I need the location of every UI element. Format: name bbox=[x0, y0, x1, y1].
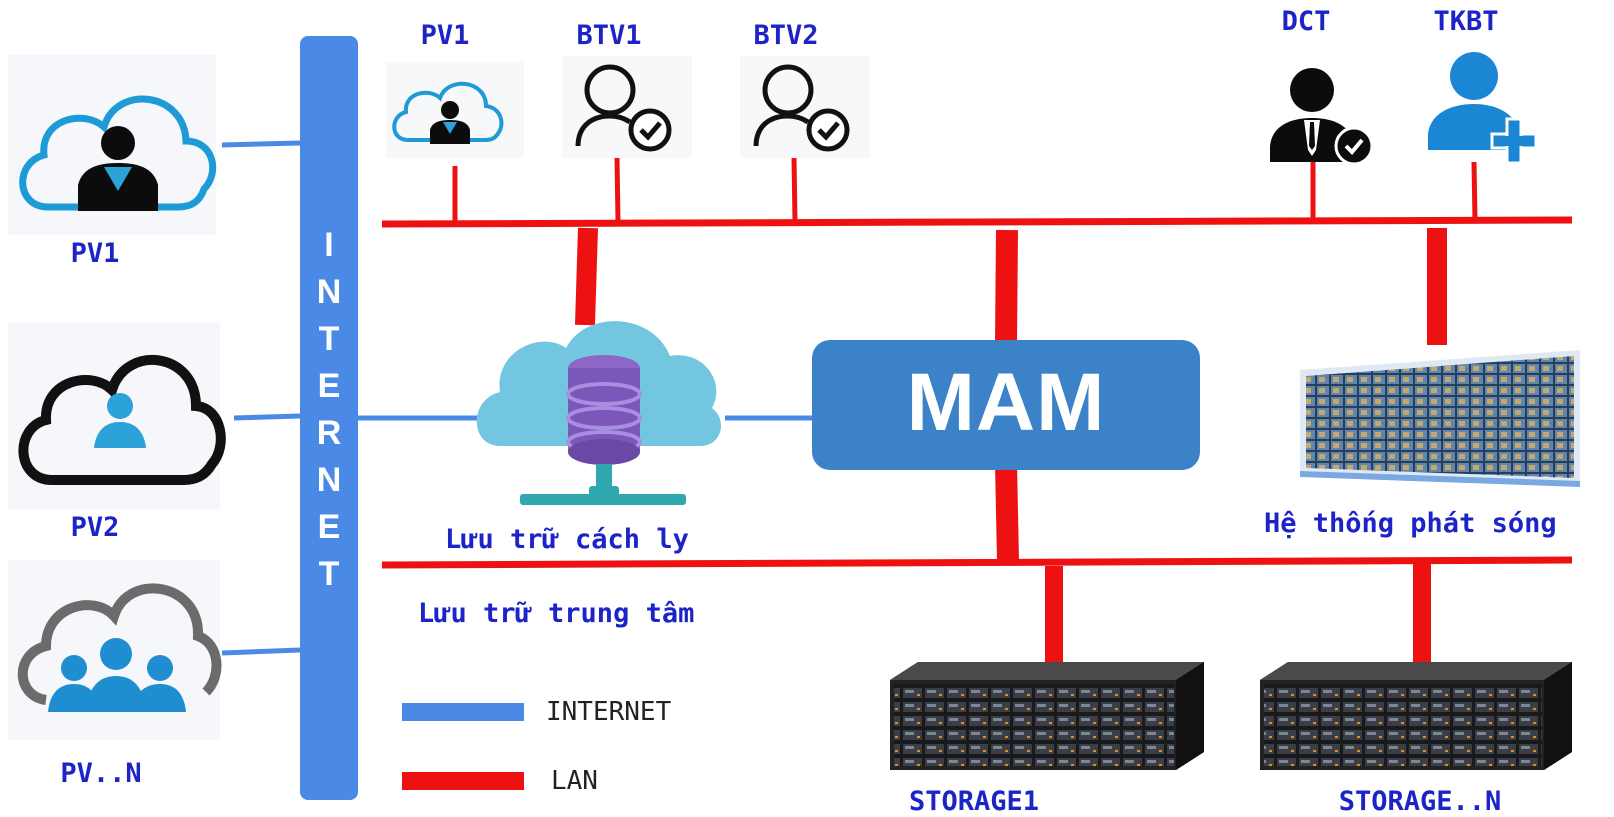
video-wall-icon bbox=[1299, 350, 1581, 487]
internet-letter: T bbox=[318, 555, 340, 593]
internet-letter: R bbox=[316, 414, 342, 452]
internet-letter: E bbox=[317, 367, 341, 405]
top-user-label-dct: DCT bbox=[1281, 6, 1331, 37]
cloud-database-icon bbox=[476, 321, 722, 505]
cloud-user-outline-icon bbox=[8, 322, 226, 510]
storage-label-n: STORAGE..N bbox=[1338, 786, 1502, 817]
cloud-group-icon bbox=[8, 560, 222, 740]
manager-check-icon bbox=[1270, 68, 1374, 166]
remote-user-label-pvn: PV..N bbox=[60, 758, 142, 789]
internet-links bbox=[221, 140, 812, 656]
cloud-user-icon bbox=[386, 62, 524, 158]
user-add-icon bbox=[1428, 52, 1538, 165]
legend-lan-swatch bbox=[402, 772, 524, 790]
legend-lan-label: LAN bbox=[551, 766, 598, 796]
top-user-label-pv1: PV1 bbox=[420, 20, 470, 51]
cloud-user-icon bbox=[8, 55, 217, 235]
server-rack-icon bbox=[1260, 662, 1572, 770]
internet-bar-label: I N T E R N E T bbox=[300, 222, 358, 598]
internet-letter: N bbox=[316, 273, 342, 311]
top-user-label-btv1: BTV1 bbox=[576, 20, 642, 51]
top-user-label-tkbt: TKBT bbox=[1433, 6, 1499, 37]
remote-user-label-pv1: PV1 bbox=[70, 238, 120, 269]
internet-letter: T bbox=[318, 320, 340, 358]
isolated-storage-label: Lưu trữ cách ly bbox=[445, 524, 689, 555]
internet-letter: I bbox=[324, 226, 334, 264]
internet-bar bbox=[300, 36, 358, 800]
storage-label-1: STORAGE1 bbox=[908, 786, 1040, 817]
lan-links bbox=[381, 157, 1573, 668]
server-rack-icon bbox=[890, 662, 1204, 770]
remote-user-label-pv2: PV2 bbox=[70, 512, 120, 543]
user-check-icon bbox=[740, 56, 870, 158]
legend-internet-label: INTERNET bbox=[546, 697, 672, 727]
mam-box bbox=[812, 340, 1200, 470]
mam-label: MAM bbox=[906, 357, 1106, 448]
broadcast-system-label: Hệ thống phát sóng bbox=[1264, 508, 1557, 539]
internet-letter: E bbox=[317, 508, 341, 546]
user-check-icon bbox=[562, 56, 692, 158]
top-user-label-btv2: BTV2 bbox=[753, 20, 819, 51]
legend-internet-swatch bbox=[402, 703, 524, 721]
internet-letter: N bbox=[316, 461, 342, 499]
central-storage-label: Lưu trữ trung tâm bbox=[418, 598, 695, 629]
